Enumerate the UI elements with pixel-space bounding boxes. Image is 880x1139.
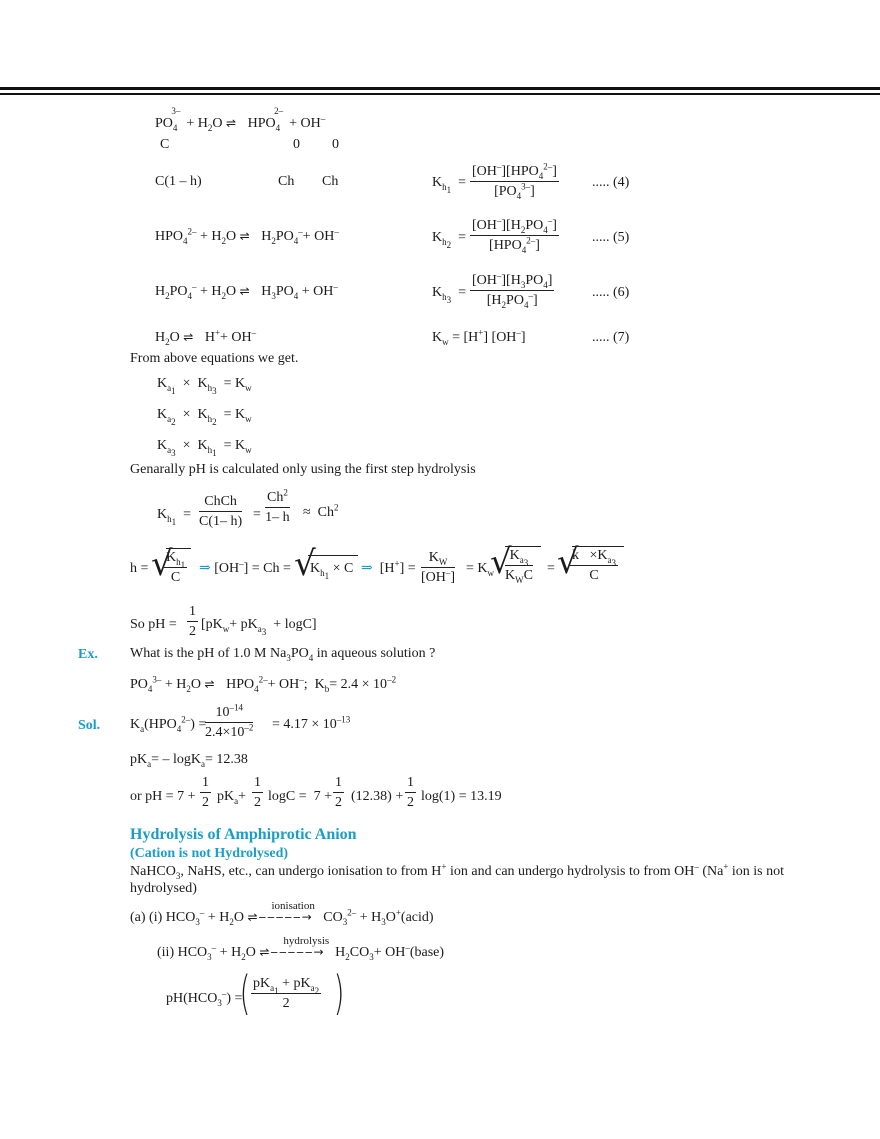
header-rule-thick	[0, 87, 880, 90]
sqrt-3: √	[490, 542, 512, 582]
eq4-number: ..... (4)	[592, 175, 630, 190]
from-above-text: From above equations we get.	[130, 351, 299, 366]
left-paren: (	[239, 966, 251, 1020]
init-0a: 0	[293, 137, 300, 152]
init-0b: 0	[332, 137, 339, 152]
ka-hpo4: Ka(HPO42–) =	[130, 714, 207, 734]
sqrt-4: √	[557, 542, 579, 582]
ex-reaction: PO43– + H2O ⇌ HPO42–+ OH–; Kb= 2.4 × 10–…	[130, 674, 397, 694]
ex-question: What is the pH of 1.0 M Na3PO4 in aqueou…	[130, 646, 436, 663]
ex-label: Ex.	[78, 647, 98, 662]
header-rule-thin	[0, 93, 880, 95]
section-heading: Hydrolysis of Amphiprotic Anion	[130, 826, 357, 843]
so-ph-bracket: [pKw+ pKa3 + logC]	[201, 617, 317, 637]
kh3-label: Kh3 =	[432, 285, 467, 305]
reaction-1: PO43–+ H2O ⇌ HPO42–+ OH–	[155, 106, 326, 133]
logc-term: logC = 7 +	[268, 789, 333, 804]
pka-term: pKa+	[217, 789, 247, 806]
eq7-number: ..... (7)	[592, 330, 630, 345]
relation-1: Ka1 × Kh3 = Kw	[157, 376, 252, 396]
para-line-2: hydrolysed)	[130, 881, 197, 896]
kw-def: Kw = [H+] [OH–]	[432, 327, 526, 347]
or-ph-label: or pH = 7 +	[130, 789, 196, 804]
reaction-4: H2O ⇌ H++ OH–	[155, 327, 257, 347]
kh1-label: Kh1 =	[432, 175, 467, 195]
sol-label: Sol.	[78, 718, 101, 733]
para-line-1: NaHCO3, NaHS, etc., can undergo ionisati…	[130, 861, 785, 881]
so-ph-label: So pH =	[130, 617, 177, 632]
ph-hco3-label: pH(HCO3–) =	[166, 988, 243, 1008]
reaction-a-ii: (ii) HCO3– + H2O hydrolysis⇌‒‒‒‒‒→ H2CO3…	[157, 935, 445, 962]
final-value: log(1) = 13.19	[421, 789, 502, 804]
eq-Ch1: Ch	[278, 174, 295, 189]
eq5-number: ..... (5)	[592, 230, 630, 245]
kh2-label: Kh2 =	[432, 230, 467, 250]
init-C: C	[160, 137, 170, 152]
kh1-fraction: [OH–][HPO42–] [PO43–]	[470, 161, 559, 201]
sqrt-1: √	[151, 544, 173, 584]
generally-text: Genarally pH is calculated only using th…	[130, 462, 476, 477]
eq6-number: ..... (6)	[592, 285, 630, 300]
kh1-expr-label: Kh1 =	[157, 507, 192, 527]
eq-sign-a: =	[253, 507, 261, 522]
reaction-a-i: (a) (i) HCO3– + H2O ionisation⇌‒‒‒‒‒→ CO…	[130, 900, 434, 927]
h-plus-expr: ⇒ [H+] =	[361, 558, 416, 576]
right-paren: )	[333, 966, 345, 1020]
eq-Ch2: Ch	[322, 174, 339, 189]
relation-3: Ka3 × Kh1 = Kw	[157, 438, 252, 458]
oh-ch-expr: ⇒ [OH–] = Ch =	[199, 558, 291, 576]
kh3-fraction: [OH–][H3PO4] [H2PO4–]	[470, 270, 555, 310]
eq-C1h: C(1 – h)	[155, 174, 202, 189]
ka-result: = 4.17 × 10–13	[272, 714, 351, 732]
eq-sign-b: =	[547, 561, 555, 576]
kh1-times-c: Kh1 × C	[310, 561, 354, 581]
twelve-term: (12.38) +	[351, 789, 404, 804]
reaction-3: H2PO4– + H2O ⇌ H3PO4 + OH–	[155, 281, 338, 301]
relation-2: Ka2 × Kh2 = Kw	[157, 407, 252, 427]
eq-kw: = Kw	[466, 561, 495, 578]
kw-over-oh: KW[OH–]	[421, 550, 456, 585]
kh2-fraction: [OH–][H2PO4–] [HPO42–]	[470, 215, 559, 255]
section-subheading: (Cation is not Hydrolysed)	[130, 846, 289, 861]
reaction-2: HPO42– + H2O ⇌ H2PO4–+ OH–	[155, 226, 339, 246]
h-label: h =	[130, 561, 149, 576]
approx-ch2: ≈ Ch2	[303, 502, 339, 520]
pka-line: pKa= – logKa= 12.38	[130, 752, 248, 769]
